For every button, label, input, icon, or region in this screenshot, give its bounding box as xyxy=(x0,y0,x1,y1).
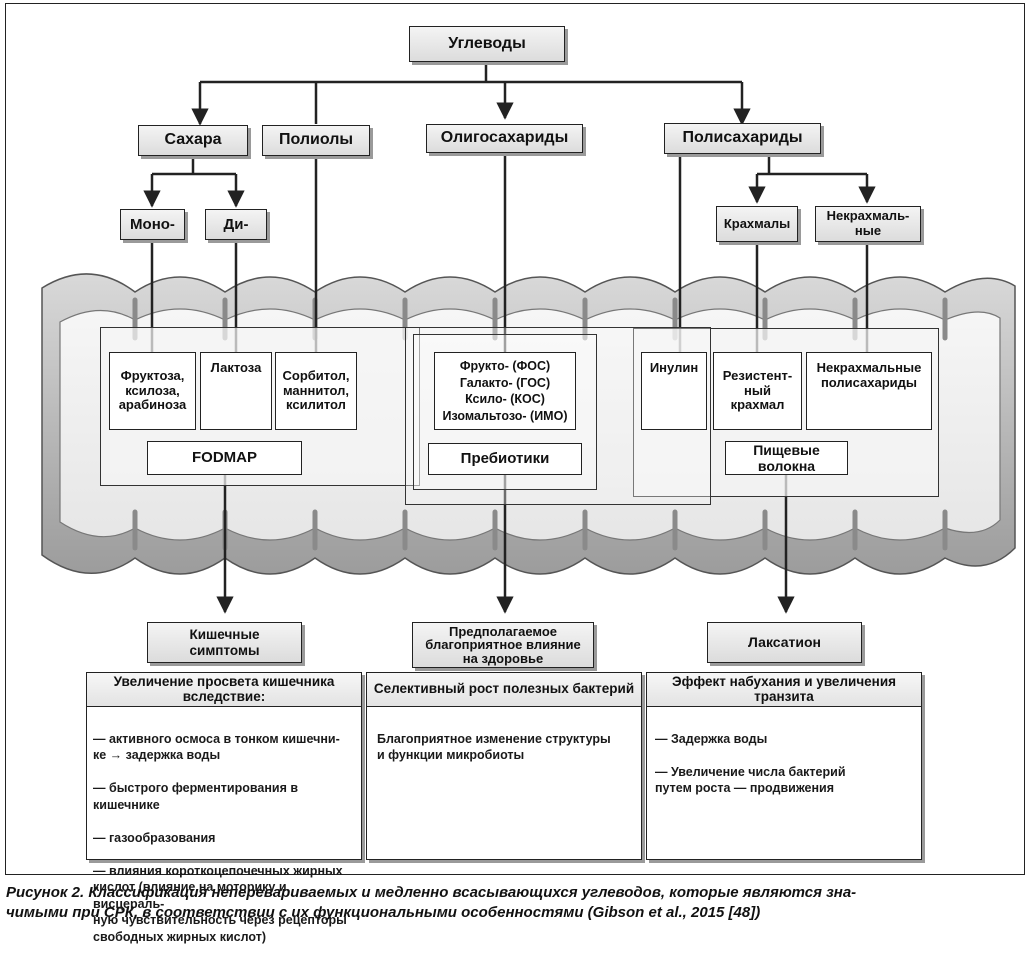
list-item: — активного осмоса в тонком кишечни- ке … xyxy=(93,731,340,763)
inulin-box: Инулин xyxy=(641,352,707,430)
polysaccharides-box: Полисахариды xyxy=(664,123,821,154)
intestinal-symptoms-box: Кишечные симптомы xyxy=(147,622,302,663)
fodmap-box: FODMAP xyxy=(147,441,302,475)
non-starch-box: Некрахмаль- ные xyxy=(815,206,921,242)
health-benefit-box: Предполагаемое благоприятное влияние на … xyxy=(412,622,594,668)
oligosaccharide-types-box: Фрукто- (ФОС) Галакто- (ГОС) Ксило- (КОС… xyxy=(434,352,576,430)
list-item: — газообразования xyxy=(93,830,216,845)
mono-box: Моно- xyxy=(120,209,185,240)
selective-growth-card-body: Благоприятное изменение структуры и функ… xyxy=(367,707,641,780)
fructose-box: Фруктоза, ксилоза, арабиноза xyxy=(109,352,196,430)
laxation-box: Лаксатион xyxy=(707,622,862,663)
list-item: — быстрого ферментирования в кишечнике xyxy=(93,781,299,812)
sugars-box: Сахара xyxy=(138,125,248,156)
symptoms-card: Увеличение просвета кишечника вследствие… xyxy=(86,672,362,944)
dietary-fiber-box: Пищевые волокна xyxy=(725,441,848,475)
symptoms-card-body: — активного осмоса в тонком кишечни- ке … xyxy=(87,707,361,962)
oligosaccharides-box: Олигосахариды xyxy=(426,124,583,153)
carbohydrates-box: Углеводы xyxy=(409,26,565,62)
bulking-effect-card-title: Эффект набухания и увеличения транзита xyxy=(647,673,921,707)
list-item: — Увеличение числа бактерий путем роста … xyxy=(655,764,846,796)
bulking-effect-card: Эффект набухания и увеличения транзита —… xyxy=(646,672,922,860)
symptoms-card-title: Увеличение просвета кишечника вследствие… xyxy=(87,673,361,707)
figure-caption: Рисунок 2. Классификация неперевариваемы… xyxy=(6,884,857,921)
list-item: — Задержка воды xyxy=(655,731,768,746)
lactose-box: Лактоза xyxy=(200,352,272,430)
prebiotics-box: Пребиотики xyxy=(428,443,582,475)
sorbitol-box: Сорбитол, маннитол, ксилитол xyxy=(275,352,357,430)
di-box: Ди- xyxy=(205,209,267,240)
bulking-effect-card-body: — Задержка воды — Увеличение числа бакте… xyxy=(647,707,921,813)
non-starch-polysaccharides-box: Некрахмальные полисахариды xyxy=(806,352,932,430)
polyols-box: Полиолы xyxy=(262,125,370,156)
selective-growth-card: Селективный рост полезных бактерий Благо… xyxy=(366,672,642,860)
list-item: — влияния короткоцепочечных жирных кисло… xyxy=(93,863,347,944)
starches-box: Крахмалы xyxy=(716,206,798,242)
resistant-starch-box: Резистент- ный крахмал xyxy=(713,352,802,430)
list-item: Благоприятное изменение структуры и функ… xyxy=(377,731,611,763)
selective-growth-card-title: Селективный рост полезных бактерий xyxy=(367,673,641,707)
